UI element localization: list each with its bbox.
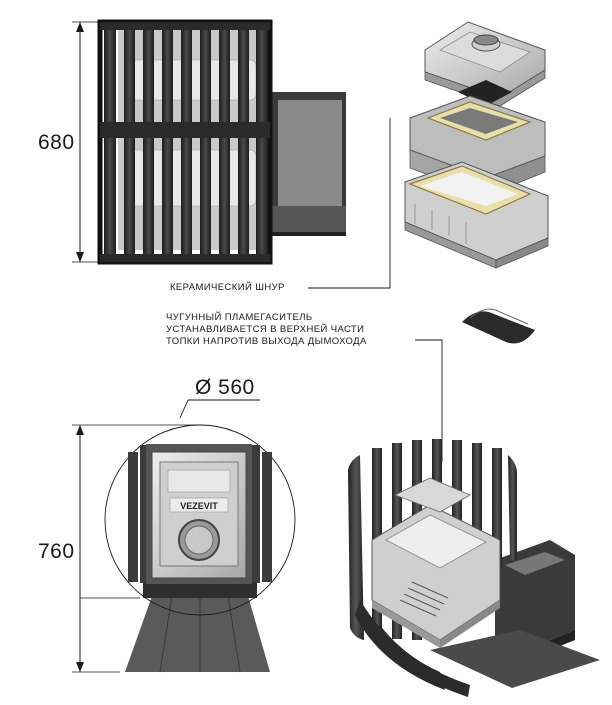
cutaway-base: [430, 630, 600, 688]
exploded-view: [308, 21, 549, 462]
door-window: [178, 519, 220, 561]
brand-label: VEZEVIT: [180, 501, 218, 511]
cutaway-firebox: [371, 477, 501, 648]
flame-arrester-note: ЧУГУННЫЙ ПЛАМЕГАСИТЕЛЬ УСТАНАВЛИВАЕТСЯ В…: [166, 312, 367, 348]
ceramic-cord-leader: [308, 118, 391, 289]
cutaway-grate: [399, 581, 449, 617]
front-casing-bars: [128, 445, 272, 583]
height-dimension-760: [72, 424, 200, 673]
base-plate: [143, 580, 257, 598]
flame-arrester-line-1: ЧУГУННЫЙ ПЛАМЕГАСИТЕЛЬ: [166, 312, 313, 323]
base-pedestal: [125, 595, 270, 673]
casing-bars: [104, 22, 268, 262]
cutaway-front-bars: [355, 600, 470, 697]
height-label-760: 760: [38, 540, 75, 563]
lower-firebox-section: [404, 161, 549, 269]
cutaway-view: [348, 439, 600, 697]
casing-bands: [100, 22, 270, 262]
flame-arrester-line-2: УСТАНАВЛИВАЕТСЯ В ВЕРХНЕЙ ЧАСТИ: [166, 324, 365, 335]
side-view: [72, 19, 346, 265]
flame-arrester-line-3: ТОПКИ НАПРОТИВ ВЫХОДА ДЫМОХОДА: [166, 336, 367, 347]
height-dimension-680: [72, 21, 100, 263]
diameter-dimension: [179, 399, 260, 419]
diameter-label: Ø 560: [195, 376, 255, 399]
flame-arrester-leader: [415, 339, 443, 462]
flame-arrester: [462, 308, 535, 344]
casing-outline-circle: [104, 424, 296, 616]
gasket-plate: [458, 80, 512, 106]
front-view: VEZEVIT: [72, 399, 296, 673]
height-label-680: 680: [38, 131, 75, 154]
firebox-tunnel: [262, 92, 346, 236]
ceramic-cord-label: КЕРАМИЧЕСКИЙ ШНУР: [170, 282, 285, 293]
door-brand-plate: VEZEVIT: [169, 497, 229, 513]
